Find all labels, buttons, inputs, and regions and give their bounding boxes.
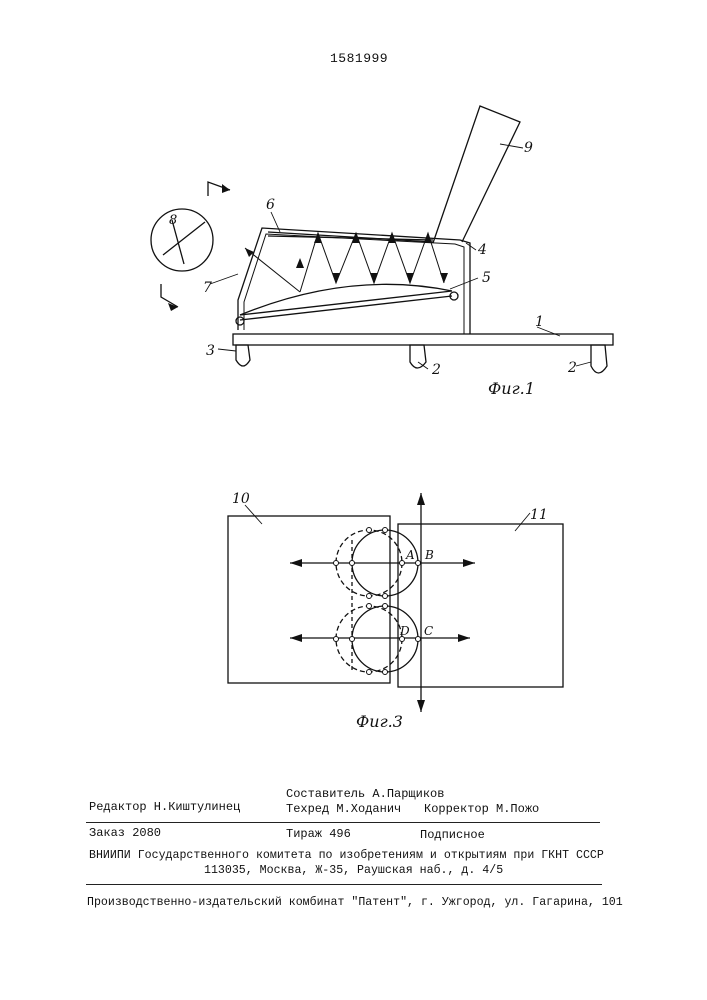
label-10: 10 [232,491,250,507]
circulation-line: Тираж 496 [286,827,351,841]
label-11: 11 [530,507,548,523]
panel-10 [228,516,390,683]
org-line-1: ВНИИПИ Государственного комитета по изоб… [89,849,604,862]
footer-rule-2 [86,884,602,885]
editor-line: Редактор Н.Киштулинец [89,800,240,814]
compiler-line: Составитель А.Парщиков [286,787,444,801]
point-a: A [405,548,415,562]
subscription-line: Подписное [420,828,485,842]
point-d: D [399,624,410,638]
techred-line: Техред М.Ходанич [286,802,401,816]
printer-line: Производственно-издательский комбинат "П… [87,896,623,909]
org-line-2: 113035, Москва, Ж-35, Раушская наб., д. … [204,864,503,877]
figure-3-caption: Фиг.3 [356,712,403,731]
footer-rule-1 [86,822,600,823]
order-line: Заказ 2080 [89,826,161,840]
corrector-line: Корректор М.Пожо [424,802,539,816]
panel-11 [398,524,563,687]
point-b: B [424,548,434,562]
point-c: C [424,624,433,638]
